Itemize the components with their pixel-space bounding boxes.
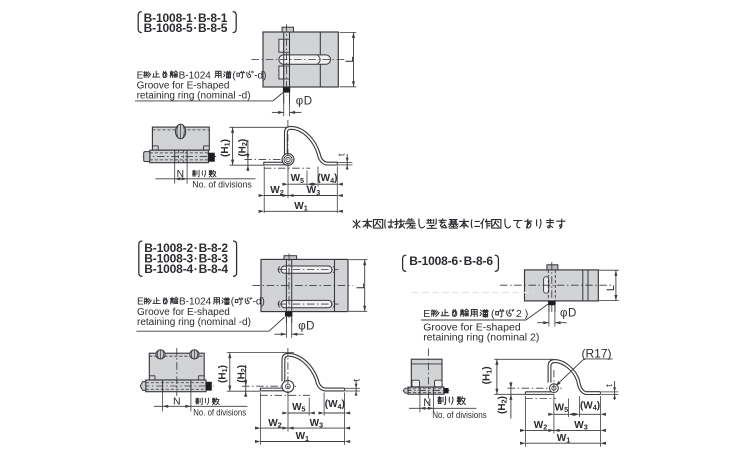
svg-text:W1: W1 xyxy=(557,433,570,445)
svg-text:B-1008-5·B-8-5: B-1008-5·B-8-5 xyxy=(144,21,228,35)
svg-text:W2: W2 xyxy=(534,420,547,432)
svg-text:(W4): (W4) xyxy=(325,399,345,411)
svg-text:B-1008-3·B-8-3: B-1008-3·B-8-3 xyxy=(144,251,228,265)
svg-text:W5: W5 xyxy=(292,402,305,414)
svg-text:Groove for E-shaped: Groove for E-shaped xyxy=(137,307,230,318)
svg-text:retaining ring (nominal 2): retaining ring (nominal 2) xyxy=(423,332,539,344)
svg-text:t: t xyxy=(337,153,348,156)
svg-text:Groove for E-shaped: Groove for E-shaped xyxy=(423,321,521,333)
svg-text:B-1024: B-1024 xyxy=(179,70,212,81)
svg-text:N: N xyxy=(177,168,185,180)
svg-text:No. of divisions: No. of divisions xyxy=(432,410,487,420)
svg-text:Groove for E-shaped: Groove for E-shaped xyxy=(137,81,230,92)
svg-text:retaining ring (nominal -d): retaining ring (nominal -d) xyxy=(137,317,251,328)
svg-text:W1: W1 xyxy=(296,431,309,443)
svg-text:φD: φD xyxy=(560,308,577,320)
svg-text:W5: W5 xyxy=(291,173,304,185)
svg-text:t: t xyxy=(604,384,615,387)
svg-text:B-1008-4·B-8-4: B-1008-4·B-8-4 xyxy=(144,262,228,276)
svg-text:(: ( xyxy=(231,297,235,308)
svg-text:(H2): (H2) xyxy=(497,396,509,414)
svg-text:W3: W3 xyxy=(310,418,323,430)
svg-text:(W4): (W4) xyxy=(317,173,337,185)
svg-text:φD: φD xyxy=(296,95,313,107)
svg-text:retaining ring (nominal -d): retaining ring (nominal -d) xyxy=(137,91,251,102)
svg-text:(W4): (W4) xyxy=(580,400,600,412)
svg-text:(R17): (R17) xyxy=(581,347,611,361)
svg-text:B-1008-2·B-8-2: B-1008-2·B-8-2 xyxy=(144,241,228,255)
svg-text:-d): -d) xyxy=(254,70,266,81)
svg-text:W3: W3 xyxy=(574,420,587,432)
svg-text:(: ( xyxy=(232,70,236,81)
svg-text:(H2): (H2) xyxy=(237,139,249,157)
svg-text:(H1): (H1) xyxy=(220,139,232,157)
svg-text:W5: W5 xyxy=(555,403,568,415)
svg-text:E: E xyxy=(423,308,430,320)
svg-text:W1: W1 xyxy=(294,201,307,213)
svg-text:B-1008-6·B-8-6: B-1008-6·B-8-6 xyxy=(409,254,493,268)
svg-text:No. of divisions: No. of divisions xyxy=(193,407,246,417)
svg-text:W3: W3 xyxy=(307,185,320,197)
svg-text:B-1008-1·B-8-1: B-1008-1·B-8-1 xyxy=(144,11,228,25)
svg-text:(: ( xyxy=(491,308,495,320)
svg-text:W2: W2 xyxy=(268,418,281,430)
svg-text:B-1024: B-1024 xyxy=(179,297,212,308)
svg-text:L: L xyxy=(344,56,356,62)
svg-text:(H1): (H1) xyxy=(218,365,230,383)
svg-text:-d): -d) xyxy=(253,297,265,308)
svg-text:t: t xyxy=(352,379,363,382)
svg-text:2: 2 xyxy=(516,308,522,320)
svg-text:W2: W2 xyxy=(270,185,283,197)
svg-text:N: N xyxy=(173,396,181,408)
svg-text:L: L xyxy=(355,283,367,289)
svg-text:(H1): (H1) xyxy=(482,366,494,384)
svg-text:): ) xyxy=(525,308,529,320)
svg-text:No. of divisions: No. of divisions xyxy=(192,179,252,189)
svg-text:E: E xyxy=(137,297,144,308)
svg-text:N: N xyxy=(423,397,431,409)
svg-text:E: E xyxy=(137,70,144,81)
svg-text:φD: φD xyxy=(298,321,315,333)
svg-text:L: L xyxy=(605,285,617,291)
svg-text:(H2): (H2) xyxy=(236,365,248,383)
